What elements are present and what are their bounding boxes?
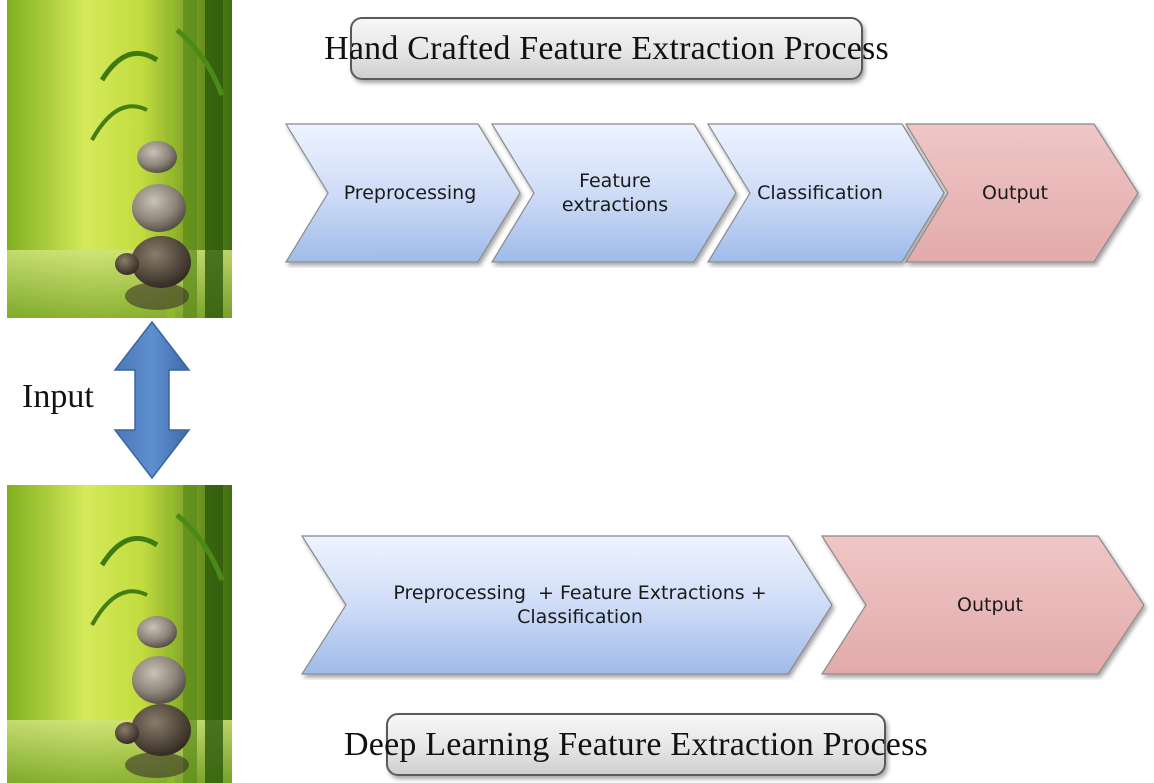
input-label: Input — [22, 378, 94, 415]
handcrafted-process-chevrons — [284, 123, 1139, 263]
step-label-line: Preprocessing — [343, 182, 477, 204]
step-label-output-bottom: Output — [900, 572, 1080, 638]
step-label-line: Output — [982, 182, 1048, 204]
step-label-line: Preprocessing + Feature Extractions + — [393, 582, 767, 604]
top-input-image — [7, 0, 232, 318]
bottom-input-image — [7, 485, 232, 783]
bamboo-stones-photo-bottom — [7, 485, 232, 783]
handcrafted-title-box: Hand Crafted Feature Extraction Process — [324, 17, 889, 80]
step-label-preprocessing: Preprocessing — [330, 160, 490, 226]
step-label-output-top: Output — [955, 160, 1075, 226]
step-label-classification: Classification — [745, 160, 895, 226]
step-label-line: Feature — [579, 170, 651, 192]
chevron-preprocessing — [284, 123, 521, 263]
chevron-output-bottom — [820, 535, 1145, 675]
chevron-combined — [300, 535, 833, 675]
chevron-classification — [706, 123, 945, 263]
step-label-combined: Preprocessing + Feature Extractions + Cl… — [360, 570, 800, 640]
step-label-line: Classification — [517, 606, 643, 628]
step-label-line: Classification — [757, 182, 883, 204]
double-arrow-vertical-icon — [113, 320, 191, 480]
bamboo-stones-photo-top — [7, 0, 232, 318]
step-label-feature-extractions: Feature extractions — [540, 160, 690, 226]
deep-learning-title-box: Deep Learning Feature Extraction Process — [344, 713, 928, 776]
chevron-feature-extractions — [490, 123, 737, 263]
chevron-output-top — [904, 123, 1139, 263]
step-label-line: extractions — [561, 194, 669, 216]
step-label-line: Output — [957, 594, 1023, 616]
deep-learning-process-chevrons — [300, 535, 1145, 675]
